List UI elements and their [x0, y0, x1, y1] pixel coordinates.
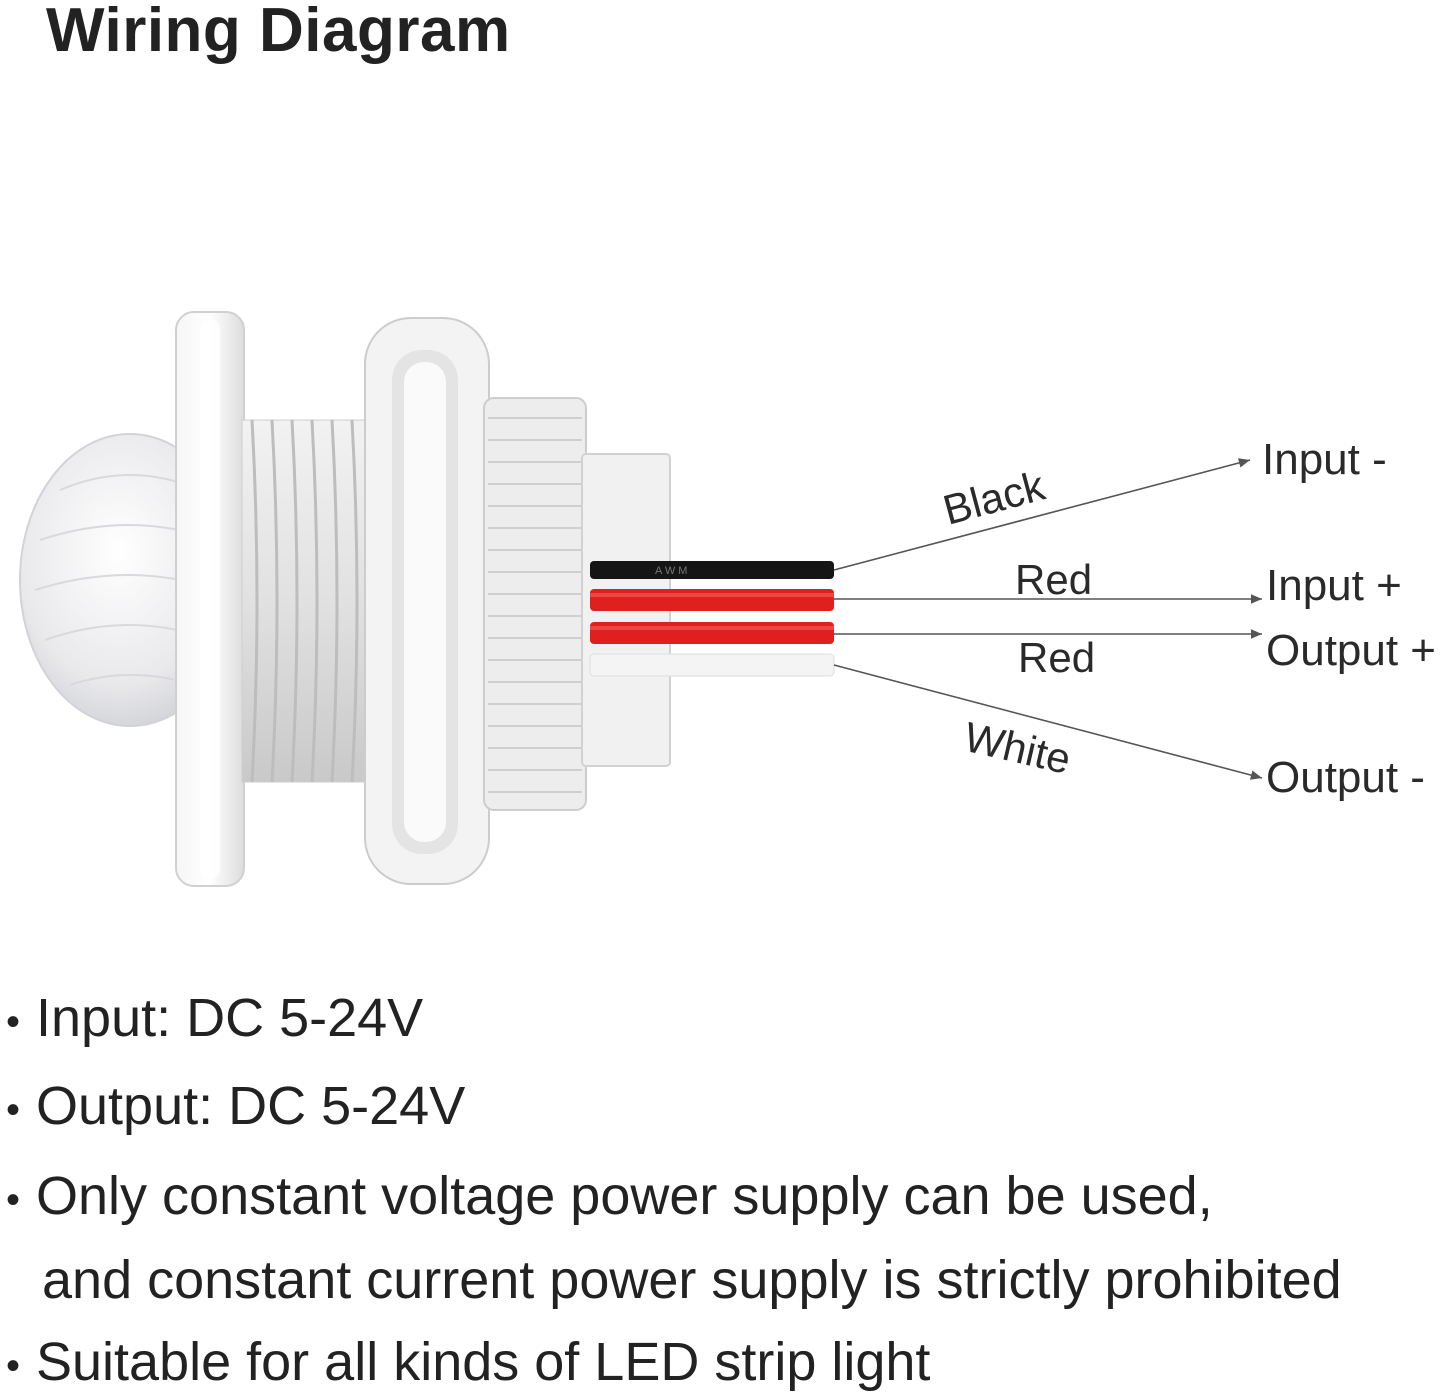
spec-item-usage: •Suitable for all kinds of LED strip lig…: [6, 1332, 930, 1396]
wire-print: AWM: [655, 565, 690, 577]
wire-label-black: Black: [938, 461, 1050, 533]
leader-line-input-minus: [833, 458, 1251, 571]
wire-black: [590, 561, 834, 579]
locking-nut: [364, 317, 490, 885]
page-title: Wiring Diagram: [46, 0, 511, 65]
terminal-label-output-plus: Output +: [1266, 626, 1436, 675]
wire-label-red-1: Red: [1015, 556, 1092, 603]
bullet-dot-icon: •: [6, 999, 21, 1044]
wire-white: [589, 653, 835, 677]
bullet-dot-icon: •: [6, 1177, 21, 1222]
spec-item-output: •Output: DC 5-24V: [6, 1076, 465, 1140]
terminal-label-input-plus: Input +: [1266, 561, 1402, 610]
wire-red-2: [590, 622, 834, 644]
wire-red-1: [590, 589, 834, 611]
terminal-label-output-minus: Output -: [1266, 753, 1425, 802]
leader-line-output-minus: [833, 664, 1263, 780]
spec-item-input: •Input: DC 5-24V: [6, 988, 423, 1052]
bullet-dot-icon: •: [6, 1343, 21, 1388]
bullet-dot-icon: •: [6, 1087, 21, 1132]
ribbed-collar: [483, 397, 587, 811]
leader-lines: [833, 458, 1263, 780]
spec-item-power-note: •Only constant voltage power supply can …: [6, 1166, 1342, 1310]
wire-label-red-2: Red: [1018, 634, 1095, 681]
front-flange: [175, 311, 245, 887]
wire-bundle: AWM: [589, 561, 835, 677]
wiring-diagram: AWM Black Red Red White Input - Input + …: [19, 311, 1436, 887]
terminal-label-input-minus: Input -: [1262, 435, 1387, 484]
